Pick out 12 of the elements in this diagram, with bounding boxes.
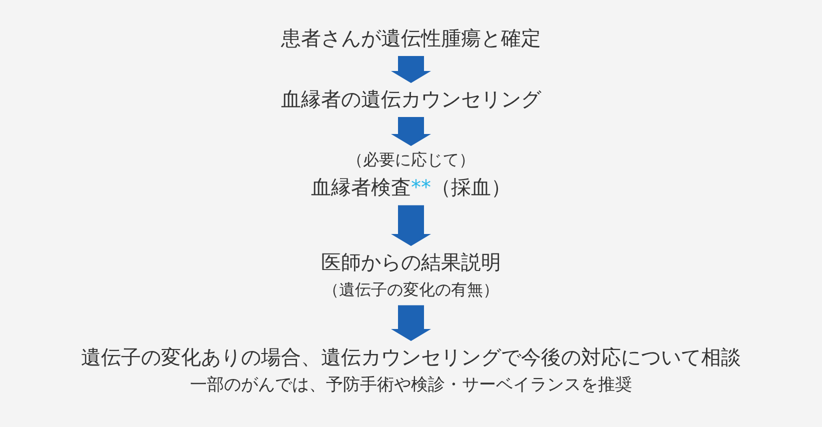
down-arrow xyxy=(391,205,431,246)
down-arrow xyxy=(391,56,431,83)
step-text: 血縁者検査**（採血） xyxy=(311,175,511,200)
step-text: 血縁者の遺伝カウンセリング xyxy=(281,87,541,111)
step-text: 患者さんが遺伝性腫瘍と確定 xyxy=(281,26,541,50)
note-text: 一部のがんでは、予防手術や検診・サーベイランスを推奨 xyxy=(190,375,632,396)
down-arrow xyxy=(391,305,431,341)
note-text: （必要に応じて） xyxy=(347,150,475,170)
note-text: （遺伝子の変化の有無） xyxy=(323,280,499,300)
down-arrow xyxy=(391,117,431,146)
step-text: 医師からの結果説明 xyxy=(321,250,501,274)
step-text: 遺伝子の変化ありの場合、遺伝カウンセリングで今後の対応について相談 xyxy=(81,345,741,369)
